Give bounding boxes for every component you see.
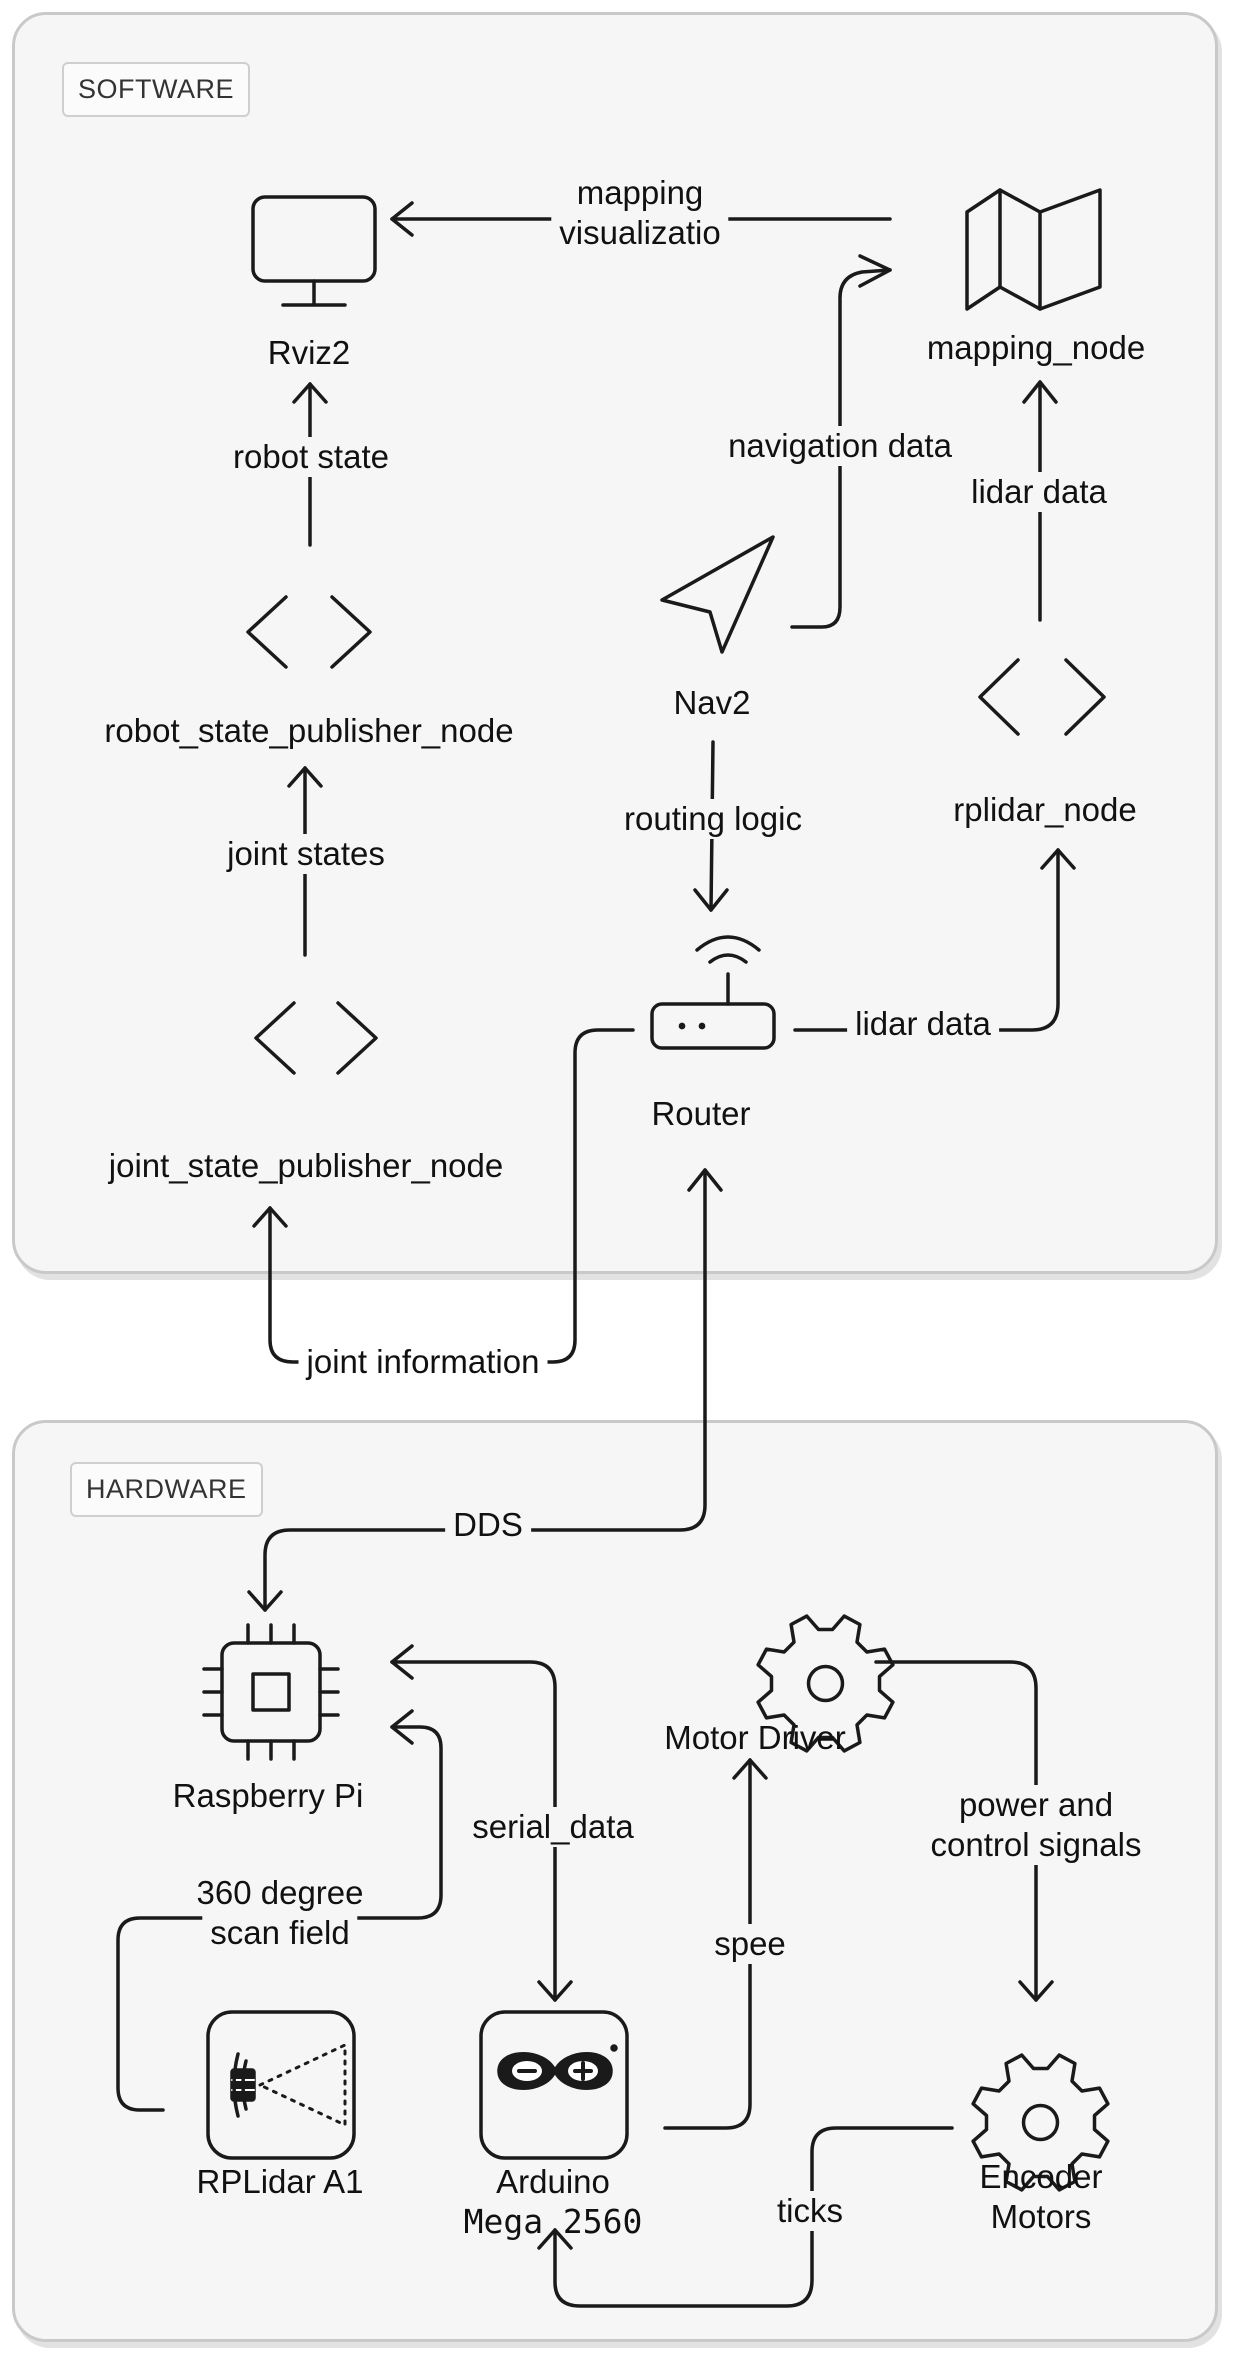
edge-label-control-signals: control signals <box>922 1825 1150 1865</box>
arduino-logo-icon <box>479 2010 629 2160</box>
gear-icon <box>971 2053 1110 2192</box>
joint-state-publisher-node-label: joint_state_publisher_node <box>108 1147 504 1184</box>
motor-driver-label: Motor Driver <box>664 1719 846 1756</box>
router-icon <box>650 935 776 1050</box>
rviz2-label: Rviz2 <box>267 334 351 371</box>
lidar-sensor-icon <box>206 2010 356 2160</box>
arduino-model-label: Mega 2560 <box>463 2202 643 2241</box>
nav2-label: Nav2 <box>673 684 751 721</box>
motors-label: Motors <box>990 2198 1092 2235</box>
edge-label-routing-logic: routing logic <box>616 799 810 839</box>
map-icon <box>965 188 1102 311</box>
edge-serial-data <box>390 1644 573 2002</box>
mapping-node-label: mapping_node <box>926 329 1146 366</box>
edge-label-visualization: visualizatio <box>551 213 729 253</box>
edge-label-navigation-data: navigation data <box>720 426 960 466</box>
raspberry-pi-label: Raspberry Pi <box>172 1777 364 1814</box>
edge-label-360-degree: 360 degree <box>188 1873 372 1913</box>
edge-label-serial-data: serial_data <box>464 1807 642 1847</box>
edge-label-power-and: power and <box>950 1785 1122 1825</box>
edge-label-mapping: mapping <box>568 173 712 213</box>
edge-router-to-jsp <box>252 1028 635 1364</box>
hardware-tag: HARDWARE <box>70 1462 263 1517</box>
edge-label-speed: spee <box>706 1924 794 1964</box>
robot-state-publisher-node-label: robot_state_publisher_node <box>104 712 514 749</box>
arduino-label: Arduino <box>496 2163 610 2200</box>
edge-label-robot-state: robot state <box>225 437 397 477</box>
edge-motor-driver-to-encoder <box>874 1660 1054 2002</box>
rplidar-a1-label: RPLidar A1 <box>196 2163 364 2200</box>
code-brackets-icon <box>246 595 372 669</box>
code-brackets-icon <box>978 658 1106 736</box>
edge-label-lidar-data-top: lidar data <box>963 472 1115 512</box>
edge-label-scan-field: scan field <box>202 1913 358 1953</box>
edge-label-ticks: ticks <box>769 2191 851 2231</box>
edge-label-dds: DDS <box>445 1505 531 1545</box>
software-tag: SOFTWARE <box>62 62 250 117</box>
cpu-chip-icon <box>202 1623 340 1761</box>
edge-label-joint-information: joint information <box>298 1342 548 1382</box>
edge-label-joint-states: joint states <box>219 834 393 874</box>
code-brackets-icon <box>254 1001 378 1075</box>
navigation-arrow-icon <box>660 535 775 654</box>
rplidar-node-label: rplidar_node <box>953 791 1137 828</box>
gear-icon <box>756 1614 895 1753</box>
edge-encoder-to-arduino <box>537 2126 954 2308</box>
encoder-label: Encoder <box>979 2158 1103 2195</box>
edge-arduino-to-motor-driver <box>663 1758 768 2130</box>
router-label: Router <box>651 1095 751 1132</box>
edge-router-to-rplidar-node <box>793 848 1076 1032</box>
edge-label-lidar-data-router: lidar data <box>847 1004 999 1044</box>
monitor-icon <box>251 195 377 307</box>
